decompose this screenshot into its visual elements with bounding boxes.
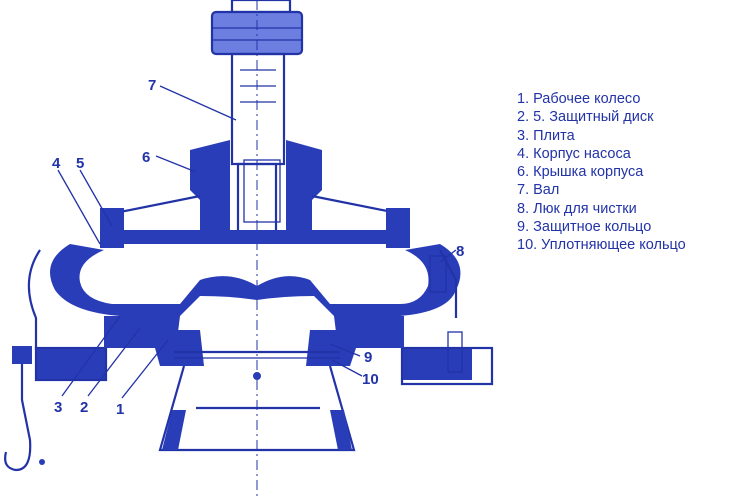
suction-nozzle [158,365,356,452]
impeller-section [150,330,362,380]
casing-cover [119,140,393,232]
legend-item: 4. Корпус насоса [517,145,631,162]
callout-1: 1 [116,401,124,418]
legend-item: 7. Вал [517,182,560,199]
legend-item: 2. 5. Защитный диск [517,109,654,126]
pump-casing [27,244,461,350]
legend-item: 9. Защитное кольцо [517,219,652,236]
legend-item: 6. Крышка корпуса [517,164,644,181]
leader-lines [57,85,457,399]
callout-5: 5 [76,155,84,172]
lifting-hook [4,346,45,472]
shaft-assembly [210,0,304,497]
callout-8: 8 [456,243,464,260]
callout-3: 3 [54,399,62,416]
callout-10: 10 [362,371,379,388]
upper-plate [100,208,410,248]
base-plate [34,316,494,386]
legend-item: 10. Уплотняющее кольцо [517,237,686,254]
callout-9: 9 [364,349,372,366]
callout-7: 7 [148,77,156,94]
callout-2: 2 [80,399,88,416]
callout-4: 4 [52,155,61,172]
legend-item: 3. Плита [517,127,575,144]
legend-item: 8. Люк для чистки [517,200,637,217]
callout-6: 6 [142,149,150,166]
parts-legend: 1. Рабочее колесо 2. 5. Защитный диск 3.… [517,90,686,255]
callout-labels: 7 6 4 5 8 3 2 1 9 10 [52,77,464,418]
legend-item: 1. Рабочее колесо [517,91,641,107]
pump-cross-section: 7 6 4 5 8 3 2 1 9 10 [4,0,494,497]
